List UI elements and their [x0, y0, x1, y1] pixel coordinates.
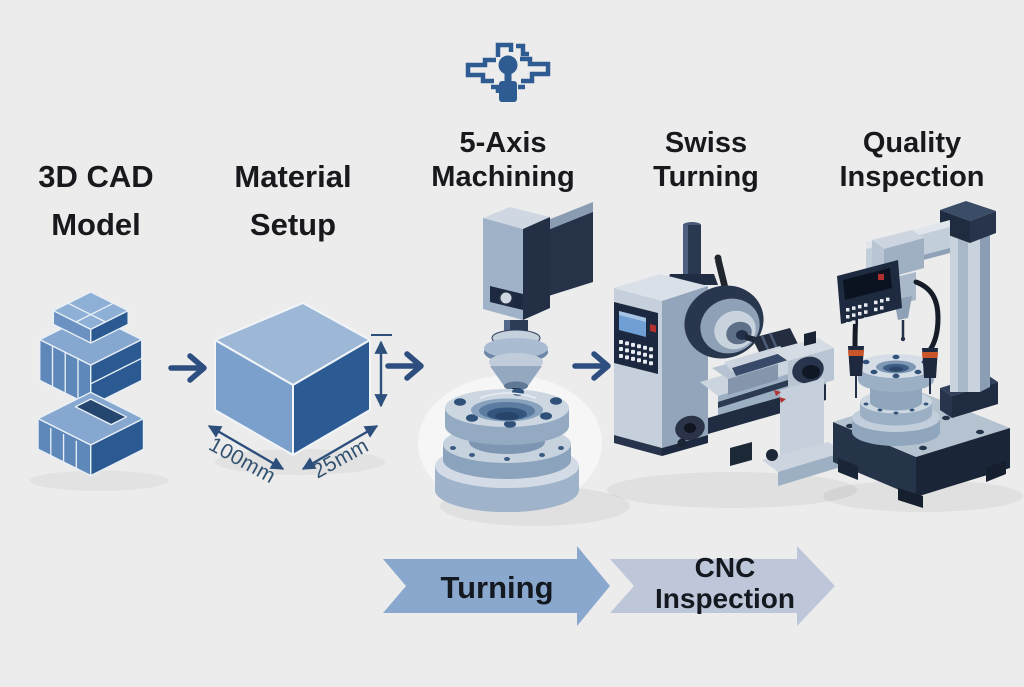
banner-label-line: Inspection — [654, 583, 796, 614]
stage-label-line: Swiss — [664, 127, 748, 159]
cnc-inspection-arrow-shape — [610, 546, 835, 626]
stage-label-line: Machining — [431, 161, 575, 193]
material-block-illustration — [207, 302, 392, 475]
cmm-machine-illustration — [823, 201, 1023, 512]
stage-label-line: 3D CAD — [38, 159, 154, 194]
flow-arrow-2 — [385, 351, 424, 381]
stage-label-cad-model: 3D CAD Model — [38, 153, 153, 249]
stage-label-line: Quality — [862, 127, 962, 159]
banner-step-turning-label: Turning — [440, 570, 554, 605]
flow-arrow-3 — [572, 351, 611, 381]
five-axis-machine-illustration — [418, 202, 630, 526]
stage-label-line: Setup — [249, 207, 337, 242]
stage-label-line: Model — [51, 207, 141, 242]
flow-arrow-1 — [168, 353, 207, 383]
stage-label-line: Material — [234, 159, 352, 194]
stage-label-quality-inspection: Quality Inspection — [839, 126, 984, 194]
depth-dimension-line — [301, 424, 379, 471]
stage-label-five-axis-machining: 5-Axis Machining — [431, 126, 574, 194]
stage-label-line: Inspection — [839, 161, 985, 193]
width-dimension-line — [207, 424, 285, 471]
stage-label-line: Turning — [653, 161, 759, 193]
stage-label-swiss-turning: Swiss Turning — [653, 126, 759, 194]
cad-model-illustration — [29, 291, 169, 491]
banner-label-line: CNC — [694, 552, 756, 583]
banner-step-cnc-inspection-label: CNC Inspection — [655, 552, 795, 614]
swiss-lathe-illustration — [607, 222, 857, 508]
stage-label-line: 5-Axis — [459, 127, 547, 159]
five-axis-machining-crosshair-icon — [465, 42, 551, 102]
turning-arrow-shape — [383, 546, 610, 626]
stage-label-material-setup: Material Setup — [234, 153, 351, 249]
height-dimension-line — [371, 334, 392, 408]
